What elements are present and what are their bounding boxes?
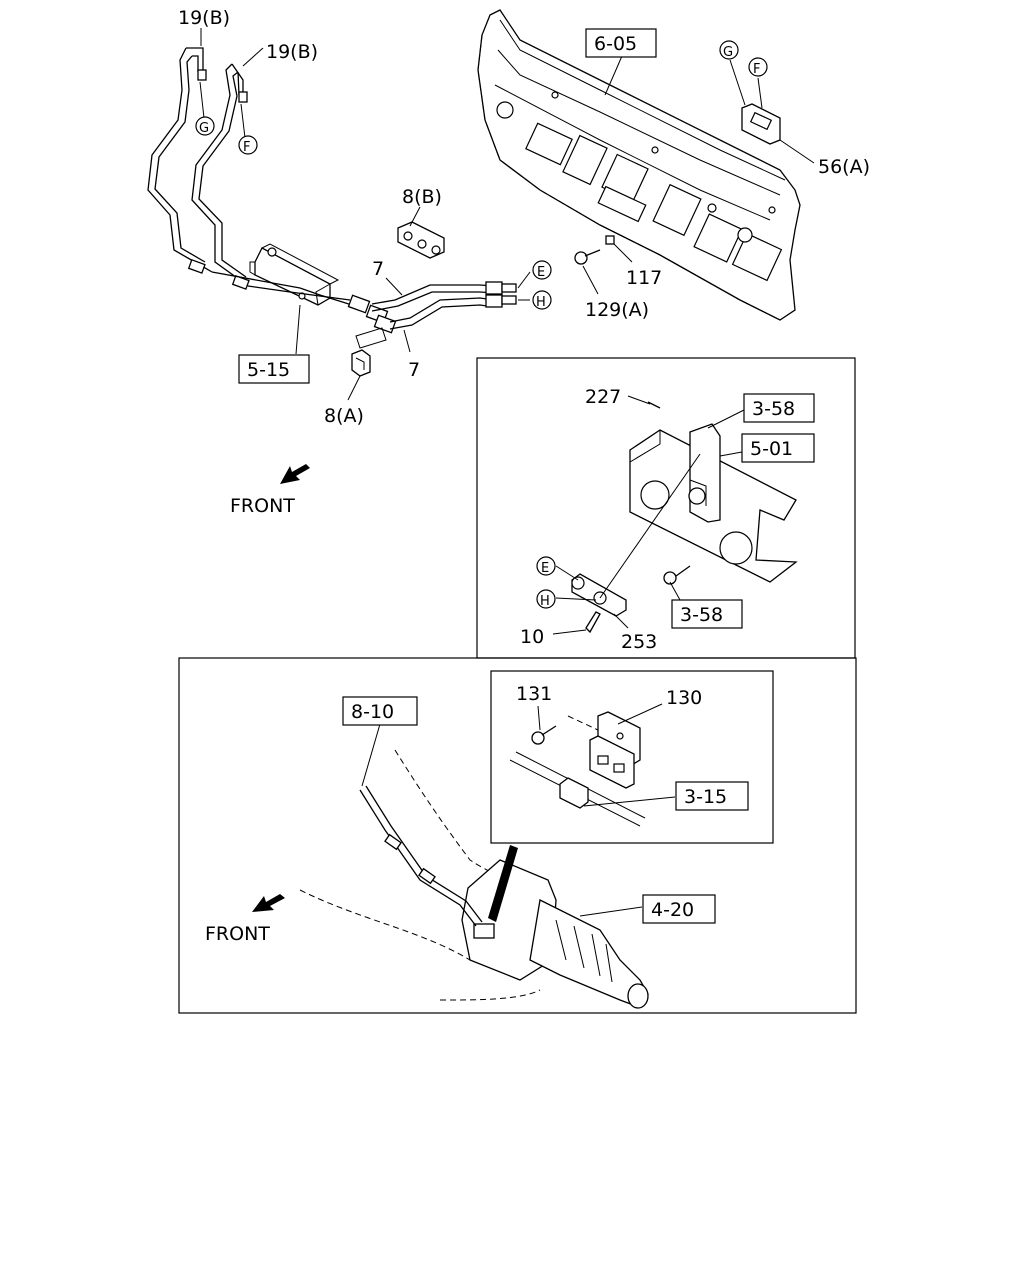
label-8b: 8(B) <box>402 186 442 208</box>
box-8-10 <box>342 696 418 726</box>
transmission-assembly <box>299 749 649 1009</box>
label-6-05: 6-05 <box>594 33 637 55</box>
callout-h-mid: H <box>536 589 556 609</box>
frame-5-01 <box>571 401 798 634</box>
label-5-15: 5-15 <box>247 359 290 381</box>
svg-text:E: E <box>541 561 549 576</box>
box-3-15 <box>675 781 749 811</box>
inset-bracket-130 <box>509 711 646 827</box>
bottom-box-frame <box>178 657 857 1014</box>
leader-lines-inset <box>537 703 676 807</box>
svg-text:H: H <box>536 295 546 310</box>
label-130: 130 <box>666 687 702 709</box>
label-3-15: 3-15 <box>684 786 727 808</box>
label-5-01: 5-01 <box>750 438 793 460</box>
box-5-15 <box>238 354 310 384</box>
callout-f-right: F <box>748 57 768 77</box>
box-4-20 <box>642 894 716 924</box>
label-8a: 8(A) <box>324 405 364 427</box>
label-117: 117 <box>626 267 662 289</box>
svg-text:F: F <box>753 62 760 77</box>
label-56a: 56(A) <box>818 156 870 178</box>
box-3-58-top <box>743 393 815 423</box>
label-19b-right: 19(B) <box>266 41 318 63</box>
callout-e-top: E <box>532 260 552 280</box>
label-10: 10 <box>520 626 544 648</box>
label-3-58-bottom: 3-58 <box>680 604 723 626</box>
label-4-20: 4-20 <box>651 899 694 921</box>
front-label-bottom: FRONT <box>205 923 270 945</box>
svg-text:F: F <box>243 140 250 155</box>
svg-text:G: G <box>723 45 733 60</box>
callout-g-left: G <box>195 116 215 136</box>
svg-text:H: H <box>540 594 550 609</box>
svg-text:G: G <box>199 121 209 136</box>
label-253: 253 <box>621 631 657 653</box>
leader-lines-mid <box>552 395 745 635</box>
label-7-lower: 7 <box>408 359 420 381</box>
label-8-10: 8-10 <box>351 701 394 723</box>
leader-lines-bottom <box>361 723 643 917</box>
pipe-assembly <box>147 47 517 377</box>
box-3-58-bottom <box>671 599 743 629</box>
panel-6-05 <box>477 9 801 321</box>
front-arrow-icon-bottom <box>252 894 285 912</box>
leader-lines-top <box>199 28 815 401</box>
callout-e-mid: E <box>536 556 556 576</box>
callout-g-right: G <box>719 40 739 60</box>
label-131: 131 <box>516 683 552 705</box>
front-arrow-icon-top <box>280 464 310 484</box>
label-129a: 129(A) <box>585 299 649 321</box>
label-3-58-top: 3-58 <box>752 398 795 420</box>
svg-text:E: E <box>537 265 545 280</box>
label-7-upper: 7 <box>372 258 384 280</box>
box-5-01 <box>741 433 815 463</box>
box-6-05 <box>585 28 657 58</box>
label-227: 227 <box>585 386 621 408</box>
label-19b-left: 19(B) <box>178 7 230 29</box>
callout-h-top: H <box>532 290 552 310</box>
callout-f-left: F <box>238 135 258 155</box>
front-label-top: FRONT <box>230 495 295 517</box>
